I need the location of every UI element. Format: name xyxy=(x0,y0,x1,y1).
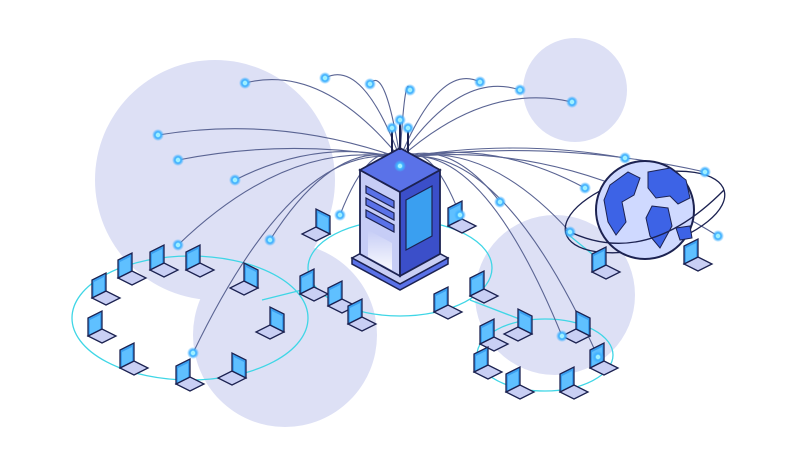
laptop-24 xyxy=(590,245,622,280)
laptop-23 xyxy=(472,345,504,380)
node-glow-21 xyxy=(334,209,346,221)
laptop-1 xyxy=(148,243,180,278)
laptop-9 xyxy=(90,271,122,306)
wire-0 xyxy=(244,79,401,159)
laptop-25 xyxy=(682,237,714,272)
laptop-3 xyxy=(228,261,260,296)
blob-top-right xyxy=(523,38,627,142)
laptop-5 xyxy=(216,351,248,386)
laptop-22 xyxy=(504,365,536,400)
laptop-14 xyxy=(432,285,464,320)
node-glow-13 xyxy=(579,182,591,194)
wire-6 xyxy=(399,97,573,159)
node-glow-16 xyxy=(699,166,711,178)
server-wires xyxy=(157,74,719,358)
node-glow-0 xyxy=(239,77,251,89)
laptop-7 xyxy=(118,341,150,376)
laptop-10 xyxy=(300,207,332,242)
wire-16 xyxy=(399,150,706,173)
node-glow-6 xyxy=(566,96,578,108)
laptop-13 xyxy=(346,297,378,332)
laptop-4 xyxy=(254,305,286,340)
node-glow-5 xyxy=(514,84,526,96)
node-glow-18 xyxy=(556,330,568,342)
globe-land-australia xyxy=(675,225,693,241)
wire-11 xyxy=(177,154,401,246)
server-slots xyxy=(365,184,395,234)
laptops xyxy=(86,199,714,400)
network-nodes xyxy=(152,72,724,363)
laptop-2 xyxy=(184,243,216,278)
laptop-6 xyxy=(174,357,206,392)
node-glow-17 xyxy=(712,230,724,242)
node-glow-9 xyxy=(229,174,241,186)
wire-5 xyxy=(399,85,521,159)
node-glow-25 xyxy=(394,114,406,126)
globe-orbit-front xyxy=(565,189,725,244)
link-center-right xyxy=(469,299,523,321)
wire-15 xyxy=(399,154,571,233)
server-base-plate-edge xyxy=(351,256,449,291)
server-panel-screen xyxy=(405,184,433,252)
node-glow-14 xyxy=(494,196,506,208)
node-glow-2 xyxy=(364,78,376,90)
wire-9 xyxy=(234,151,401,181)
node-glow-20 xyxy=(187,347,199,359)
node-glow-7 xyxy=(152,129,164,141)
node-glow-15 xyxy=(564,226,576,238)
node-glow-4 xyxy=(474,76,486,88)
node-glow-10 xyxy=(264,234,276,246)
server-light-beam xyxy=(368,230,392,270)
node-glow-22 xyxy=(454,209,466,221)
server-rack xyxy=(350,120,450,291)
node-glow-8 xyxy=(172,154,184,166)
blob-bottom-left xyxy=(193,243,377,427)
laptop-0 xyxy=(116,251,148,286)
laptop-8 xyxy=(86,309,118,344)
globe-land-americas xyxy=(603,171,641,236)
laptop-18 xyxy=(502,307,534,342)
node-glow-26 xyxy=(394,160,406,172)
globe xyxy=(564,160,726,260)
laptop-21 xyxy=(558,365,590,400)
node-glow-19 xyxy=(592,351,604,363)
node-glow-3 xyxy=(404,84,416,96)
globe-land-europe-asia xyxy=(647,167,691,205)
laptop-12 xyxy=(326,279,358,314)
node-glow-1 xyxy=(319,72,331,84)
laptop-15 xyxy=(468,269,500,304)
wire-20 xyxy=(192,155,401,354)
node-glow-24 xyxy=(402,122,414,134)
node-glow-12 xyxy=(619,152,631,164)
node-glow-23 xyxy=(386,122,398,134)
wire-8 xyxy=(177,147,401,161)
laptop-11 xyxy=(298,267,330,302)
wire-7 xyxy=(157,128,401,159)
node-glow-11 xyxy=(172,239,184,251)
